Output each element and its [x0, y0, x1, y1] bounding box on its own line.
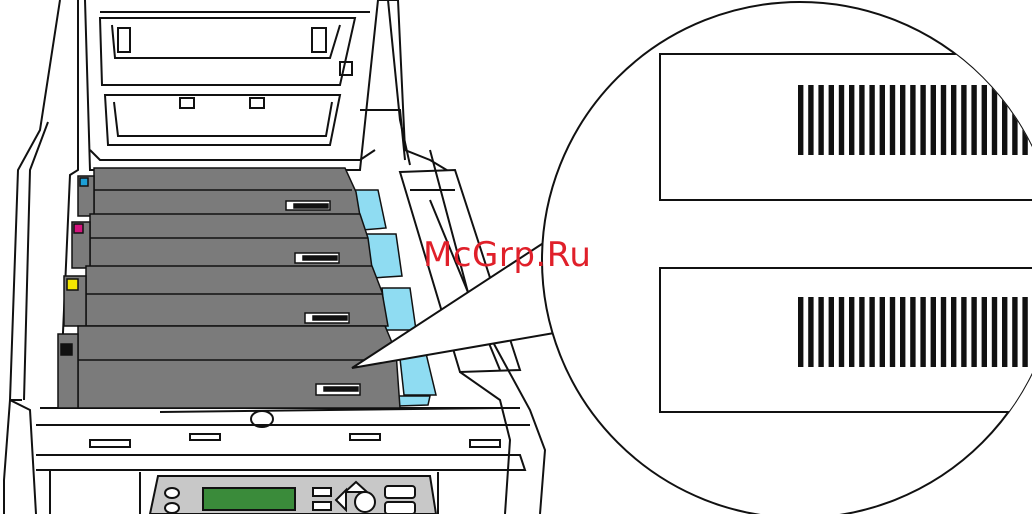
barcode-bar	[890, 297, 895, 367]
upper-label-barcode	[798, 85, 1028, 155]
drum-black	[58, 326, 400, 408]
barcode-bar	[1002, 297, 1007, 367]
barcode-bar	[890, 85, 895, 155]
magnified-view	[542, 2, 1032, 514]
barcode-bar	[951, 297, 956, 367]
barcode-bar	[849, 297, 854, 367]
control-panel	[150, 476, 436, 514]
barcode-bar	[961, 297, 966, 367]
barcode-bar	[982, 85, 987, 155]
drum-magenta	[72, 214, 372, 268]
barcode-bar	[859, 297, 864, 367]
barcode-bar	[829, 85, 834, 155]
yellow-indicator	[67, 279, 78, 290]
barcode-bar	[869, 297, 874, 367]
image-drums	[58, 168, 400, 408]
barcode-bar	[808, 297, 813, 367]
barcode-bar	[920, 297, 925, 367]
barcode-bar	[849, 85, 854, 155]
barcode-bar	[808, 85, 813, 155]
barcode-bar	[798, 297, 803, 367]
barcode-bar	[931, 85, 936, 155]
barcode-bar	[839, 297, 844, 367]
barcode-bar	[880, 85, 885, 155]
barcode-bar	[971, 297, 976, 367]
barcode-bar	[818, 297, 823, 367]
barcode-bar	[880, 297, 885, 367]
barcode-bar	[798, 85, 803, 155]
barcode-bar	[839, 85, 844, 155]
barcode-bar	[1002, 85, 1007, 155]
drum-cyan	[78, 168, 360, 216]
barcode-bar	[818, 85, 823, 155]
barcode-bar	[941, 85, 946, 155]
black-indicator	[61, 344, 72, 355]
barcode-bar	[992, 85, 997, 155]
barcode-bar	[1022, 85, 1027, 155]
magenta-indicator	[74, 224, 83, 233]
lcd-display-icon	[203, 488, 295, 510]
barcode-bar	[1022, 297, 1027, 367]
barcode-bar	[971, 85, 976, 155]
barcode-bar	[920, 85, 925, 155]
barcode-bar	[951, 85, 956, 155]
barcode-bar	[961, 85, 966, 155]
cyan-indicator	[80, 178, 88, 186]
barcode-bar	[900, 85, 905, 155]
watermark-text: McGrp.Ru	[423, 238, 591, 272]
barcode-bar	[869, 85, 874, 155]
barcode-bar	[900, 297, 905, 367]
barcode-bar	[910, 85, 915, 155]
drum-yellow	[64, 266, 388, 326]
barcode-bar	[829, 297, 834, 367]
barcode-bar	[941, 297, 946, 367]
lower-label-barcode	[798, 297, 1028, 367]
barcode-bar	[982, 297, 987, 367]
barcode-bar	[1012, 297, 1017, 367]
barcode-bar	[931, 297, 936, 367]
barcode-bar	[992, 297, 997, 367]
barcode-bar	[859, 85, 864, 155]
barcode-bar	[910, 297, 915, 367]
